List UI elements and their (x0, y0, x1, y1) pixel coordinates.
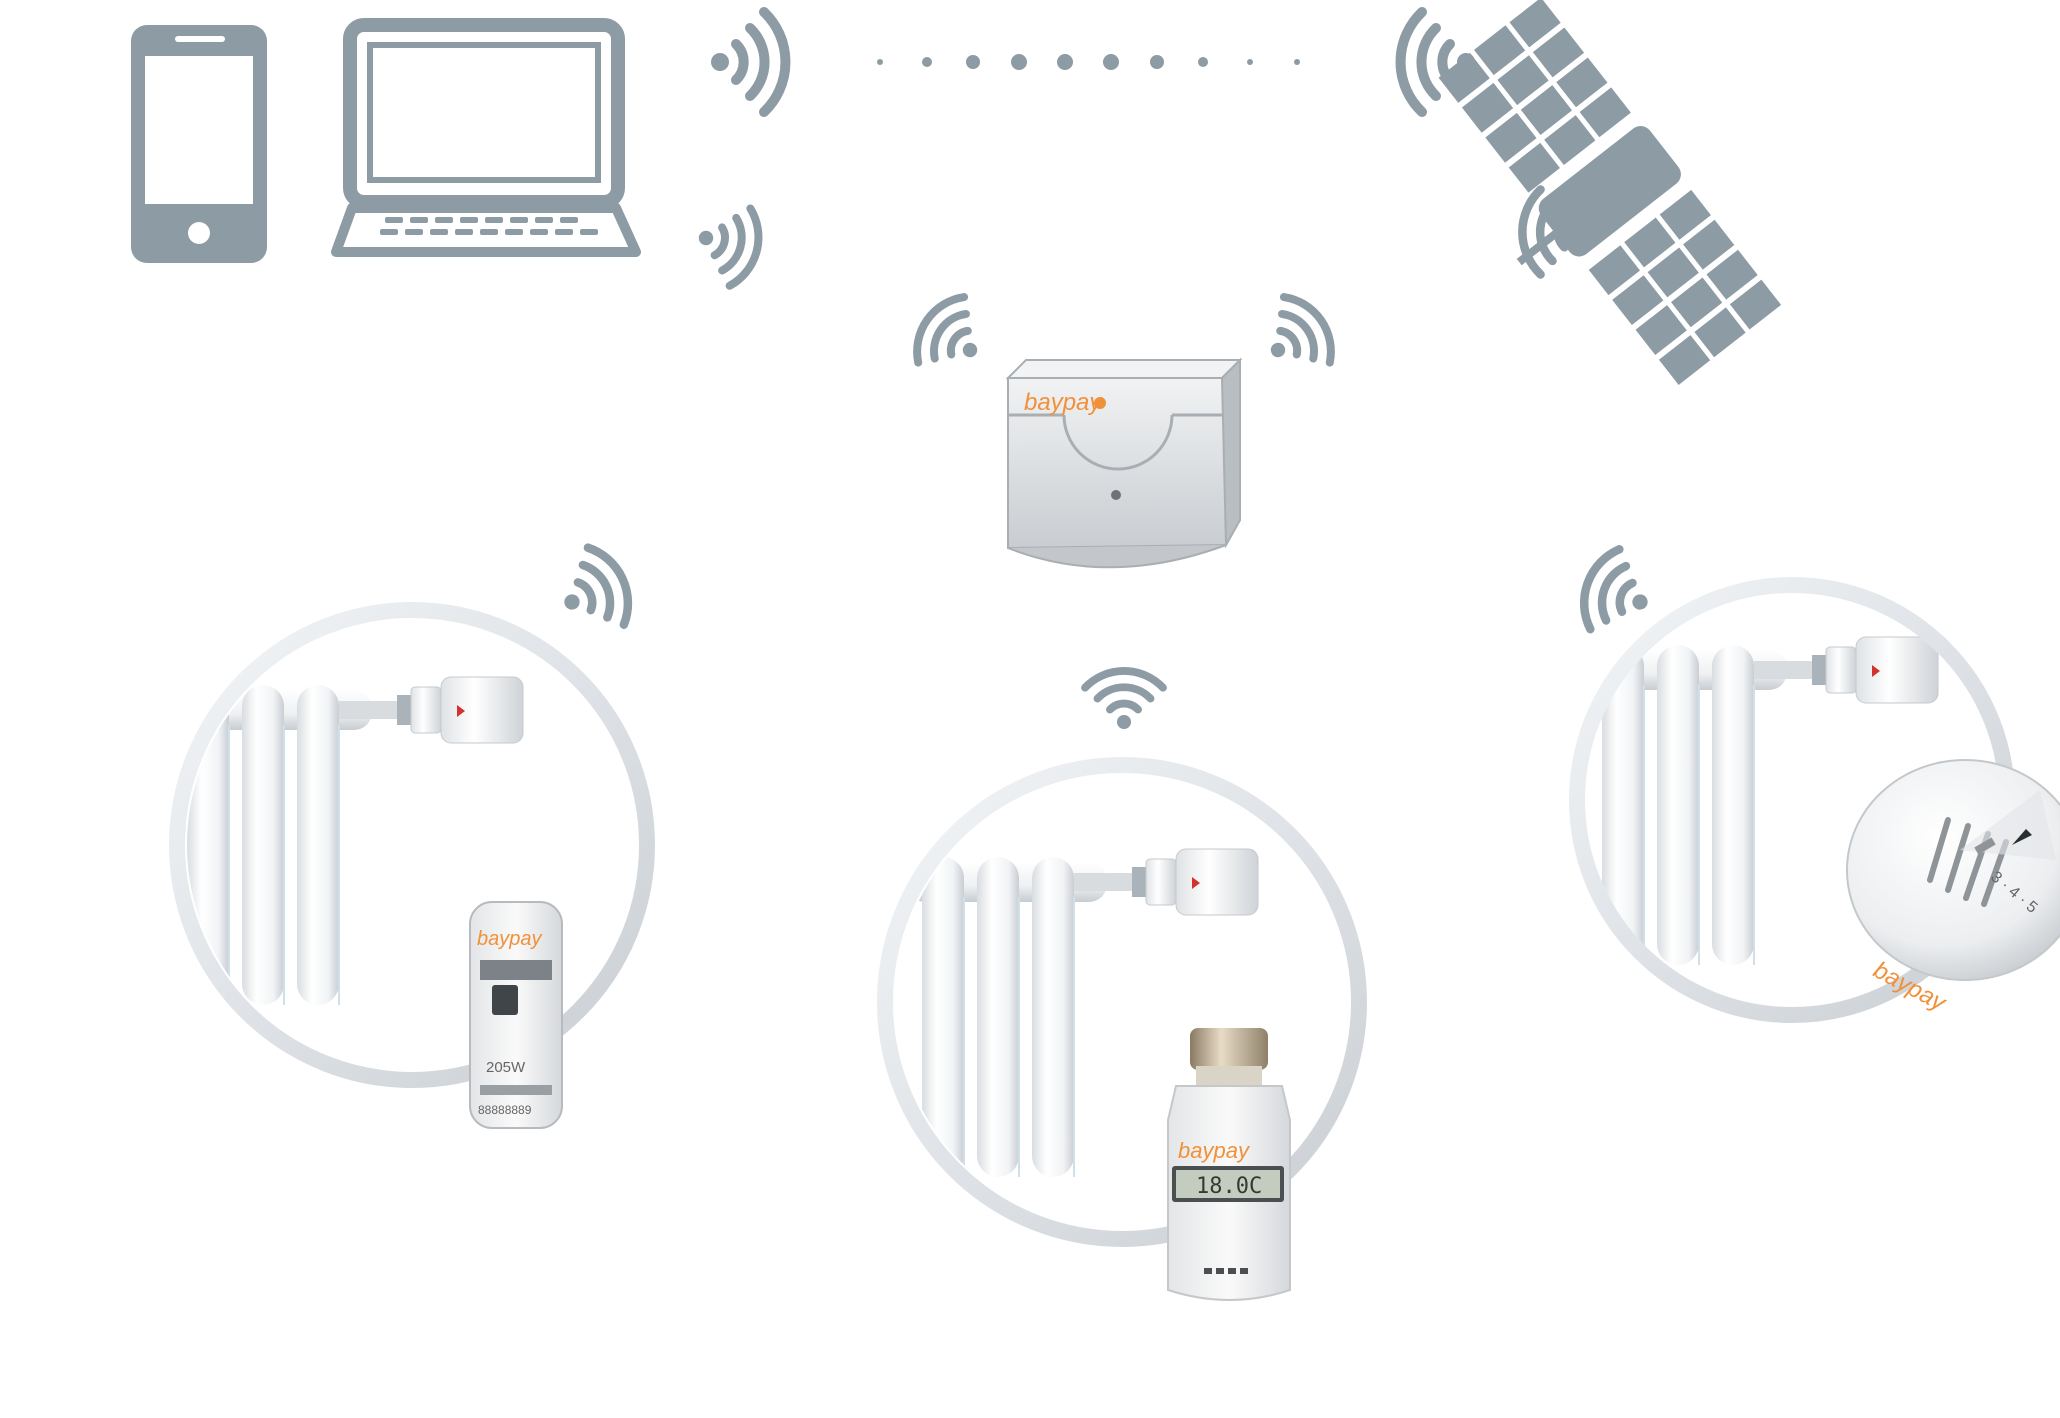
allocator-serial-label: 88888889 (478, 1103, 532, 1117)
allocator-brand-label: baypay (477, 928, 542, 950)
thermostat-brand-label: baypay (1178, 1138, 1251, 1163)
radiator-ring-left (169, 602, 655, 1088)
wifi-signal-icon (547, 540, 640, 644)
heat-cost-allocator: baypay 205W 88888889 (469, 901, 563, 1129)
smartphone-icon (131, 25, 267, 263)
allocator-model-label: 205W (486, 1059, 526, 1076)
dotted-link-line (877, 54, 1300, 70)
gateway-box: baypay (1005, 357, 1243, 569)
wifi-signal-icon (1085, 671, 1163, 729)
laptop-icon (331, 18, 641, 257)
wifi-signal-icon (689, 197, 767, 290)
wifi-signal-icon (1249, 287, 1344, 387)
gateway-brand-label: baypay (1024, 389, 1103, 416)
satellite-icon (1438, 0, 1782, 385)
thermostatic-valve-head: 3 · 4 · 5 baypay (1846, 759, 2060, 1018)
wifi-signal-icon (1573, 543, 1662, 645)
radiator-thermostat: baypay 18.0C (1167, 1028, 1291, 1301)
wifi-signal-icon (711, 12, 785, 112)
thermostat-display: 18.0C (1196, 1174, 1262, 1199)
wifi-signal-icon (904, 287, 999, 387)
